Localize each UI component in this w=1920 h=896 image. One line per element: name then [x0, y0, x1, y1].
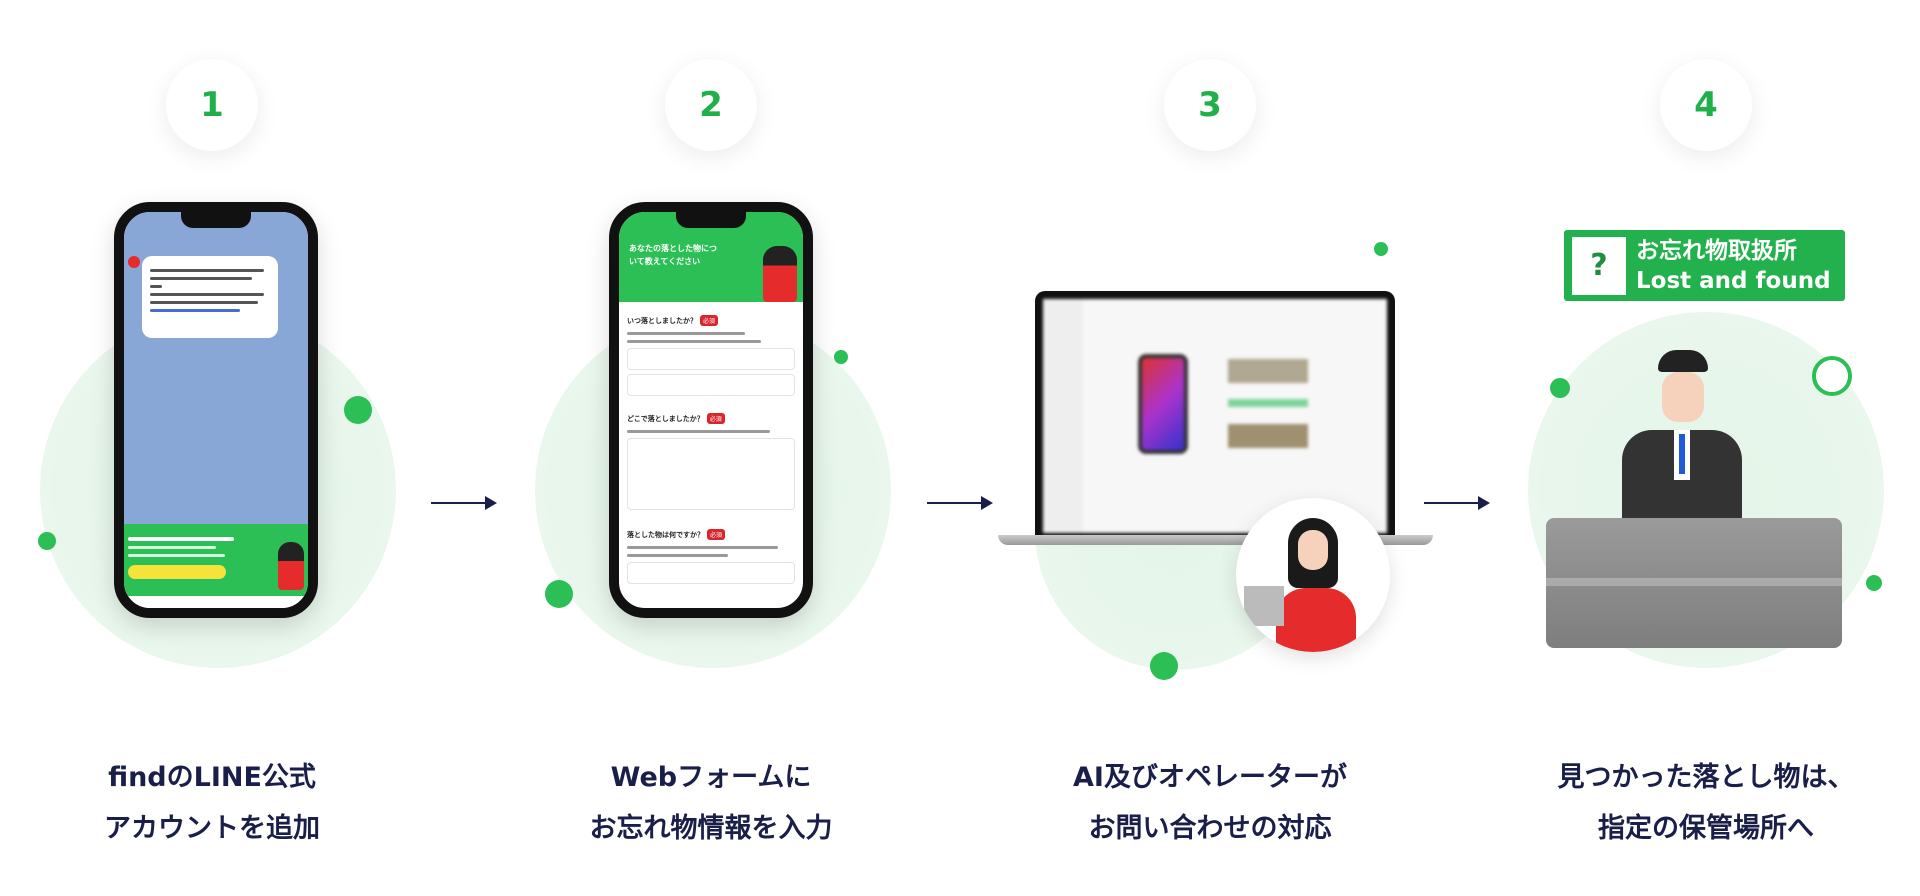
- laptop-screen: [1043, 299, 1387, 533]
- step-caption-2: Webフォームにお忘れ物情報を入力: [521, 752, 901, 854]
- dot: [1550, 378, 1570, 398]
- chat-avatar: [128, 256, 140, 268]
- chat-input-bar[interactable]: [124, 596, 308, 608]
- step-caption-1: findのLINE公式アカウントを追加: [22, 752, 402, 854]
- caption-line: アカウントを追加: [104, 813, 320, 844]
- caption-line: 見つかった落とし物は、: [1557, 762, 1855, 793]
- required-badge: 必須: [707, 529, 726, 540]
- caption-line: お忘れ物情報を入力: [589, 813, 833, 844]
- staff-illustration: [1622, 350, 1742, 530]
- required-badge: 必須: [700, 315, 719, 326]
- dot: [344, 396, 372, 424]
- question-what: 落とした物は何ですか？: [627, 531, 704, 539]
- date-select[interactable]: [627, 348, 795, 370]
- clock-icon: [1812, 356, 1852, 396]
- dot: [1150, 652, 1178, 680]
- lost-and-found-sign: ? お忘れ物取扱所 Lost and found: [1564, 230, 1845, 301]
- item-textarea[interactable]: [627, 562, 795, 584]
- phone-line-chat: [114, 202, 318, 618]
- caption-line: AI及びオペレーターが: [1073, 762, 1347, 793]
- dot: [38, 532, 56, 550]
- arrow-right-icon: [927, 496, 993, 510]
- arrow-right-icon: [1424, 496, 1490, 510]
- required-badge: 必須: [706, 413, 725, 424]
- rich-menu-button[interactable]: [128, 565, 226, 579]
- sign-title-en: Lost and found: [1636, 267, 1831, 294]
- phone-notch: [181, 212, 251, 228]
- dot: [1374, 242, 1388, 256]
- caption-line: Webフォームに: [610, 762, 812, 793]
- phone-notch: [676, 212, 746, 228]
- dot: [1866, 575, 1882, 591]
- laptop: [1035, 291, 1395, 541]
- caption-line: findのLINE公式: [108, 762, 316, 793]
- dot: [834, 350, 848, 364]
- step-number-1: 1: [166, 59, 258, 151]
- location-textarea[interactable]: [627, 438, 795, 510]
- operator-avatar: [1236, 498, 1390, 652]
- step-caption-4: 見つかった落とし物は、指定の保管場所へ: [1516, 752, 1896, 854]
- step-number-2: 2: [665, 59, 757, 151]
- step-caption-3: AI及びオペレーターがお問い合わせの対応: [1020, 752, 1400, 854]
- step-number-4: 4: [1660, 59, 1752, 151]
- sign-title-ja: お忘れ物取扱所: [1636, 237, 1797, 264]
- caption-line: 指定の保管場所へ: [1598, 813, 1814, 844]
- time-input[interactable]: [627, 374, 795, 396]
- woman-illustration: [278, 542, 304, 590]
- step-number-3: 3: [1164, 59, 1256, 151]
- phone-web-form: あなたの落とした物について教えてください いつ落としましたか？必須 どこで落とし…: [609, 202, 813, 618]
- phone-image: [1138, 354, 1188, 454]
- rich-menu-banner: [124, 524, 308, 596]
- chat-bubble: [142, 256, 278, 338]
- question-when: いつ落としましたか？: [627, 317, 697, 325]
- woman-illustration: [763, 246, 797, 302]
- lost-item-icon: ?: [1572, 236, 1626, 295]
- question-where: どこで落としましたか？: [627, 415, 704, 423]
- caption-line: お問い合わせの対応: [1088, 813, 1332, 844]
- dot: [545, 580, 573, 608]
- form-header-title: あなたの落とした物について教えてください: [629, 244, 717, 266]
- laptop-base: [998, 535, 1433, 545]
- reception-counter: [1546, 518, 1842, 648]
- arrow-right-icon: [431, 496, 497, 510]
